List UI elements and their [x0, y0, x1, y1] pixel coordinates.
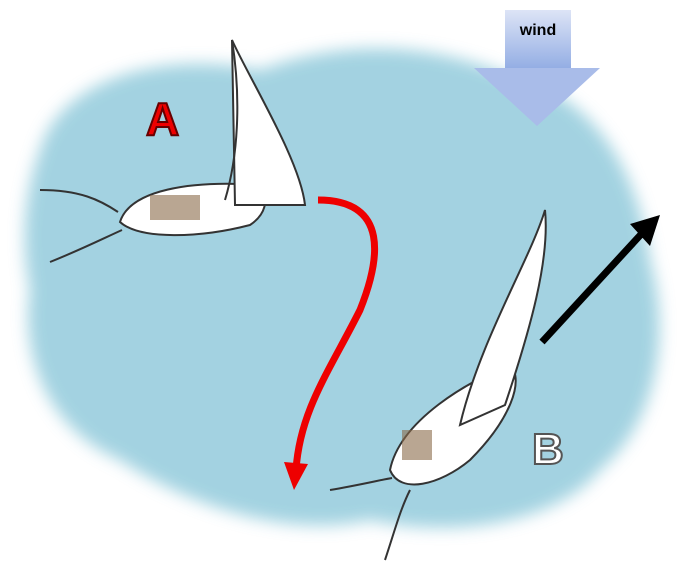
boat-a — [39, 39, 307, 263]
heading-arrow — [539, 215, 660, 345]
boat-b — [329, 209, 547, 561]
boat-b-label: B — [531, 424, 565, 475]
boat-a-label: A — [145, 92, 180, 146]
path-arrow — [284, 196, 379, 490]
wind-arrow — [474, 10, 600, 126]
water-area — [24, 48, 660, 528]
wind-label: wind — [519, 22, 557, 39]
